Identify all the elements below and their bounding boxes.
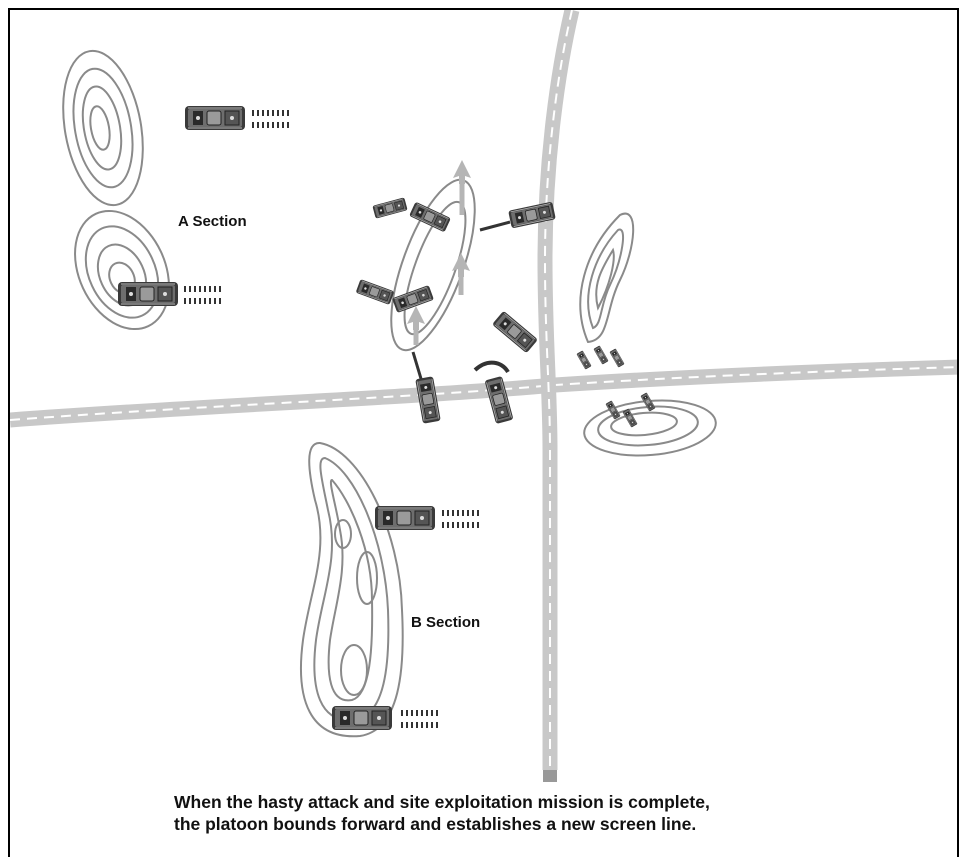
tank-icon-b2 <box>332 706 392 730</box>
tank-icon-obj6 <box>492 311 538 354</box>
diagram-frame: A Section B Section When the hasty attac… <box>8 8 959 857</box>
tank-icon-obj4 <box>392 285 434 313</box>
tank-icon-obj3 <box>356 279 395 305</box>
a-section-label: A Section <box>178 213 247 230</box>
road-vertical <box>543 10 572 782</box>
observation-dash-icon-b2 <box>402 710 437 728</box>
ridge-contour-east <box>580 214 633 342</box>
observation-dash-icon-a1 <box>253 110 288 128</box>
observation-dash-icon-b1 <box>443 510 478 528</box>
caption-line-1: When the hasty attack and site exploitat… <box>174 791 934 813</box>
hill-contour-west <box>57 196 187 345</box>
caption-line-2: the platoon bounds forward and establish… <box>174 813 934 835</box>
road-horizontal <box>10 367 959 420</box>
tank-icon-a1 <box>185 106 245 130</box>
diagram-caption: When the hasty attack and site exploitat… <box>174 791 934 835</box>
objective-contour <box>374 170 492 360</box>
ridge-contour-south <box>301 443 403 736</box>
observation-dash-icon-a2 <box>185 286 220 304</box>
road-end-marker <box>543 770 557 782</box>
tank-icon-obj1 <box>372 197 407 218</box>
b-section-label: B Section <box>411 614 480 631</box>
tank-icon-a2 <box>118 282 178 306</box>
tank-icon-b1 <box>375 506 435 530</box>
hill-contour-northwest <box>52 45 154 212</box>
tactical-map <box>10 10 959 857</box>
